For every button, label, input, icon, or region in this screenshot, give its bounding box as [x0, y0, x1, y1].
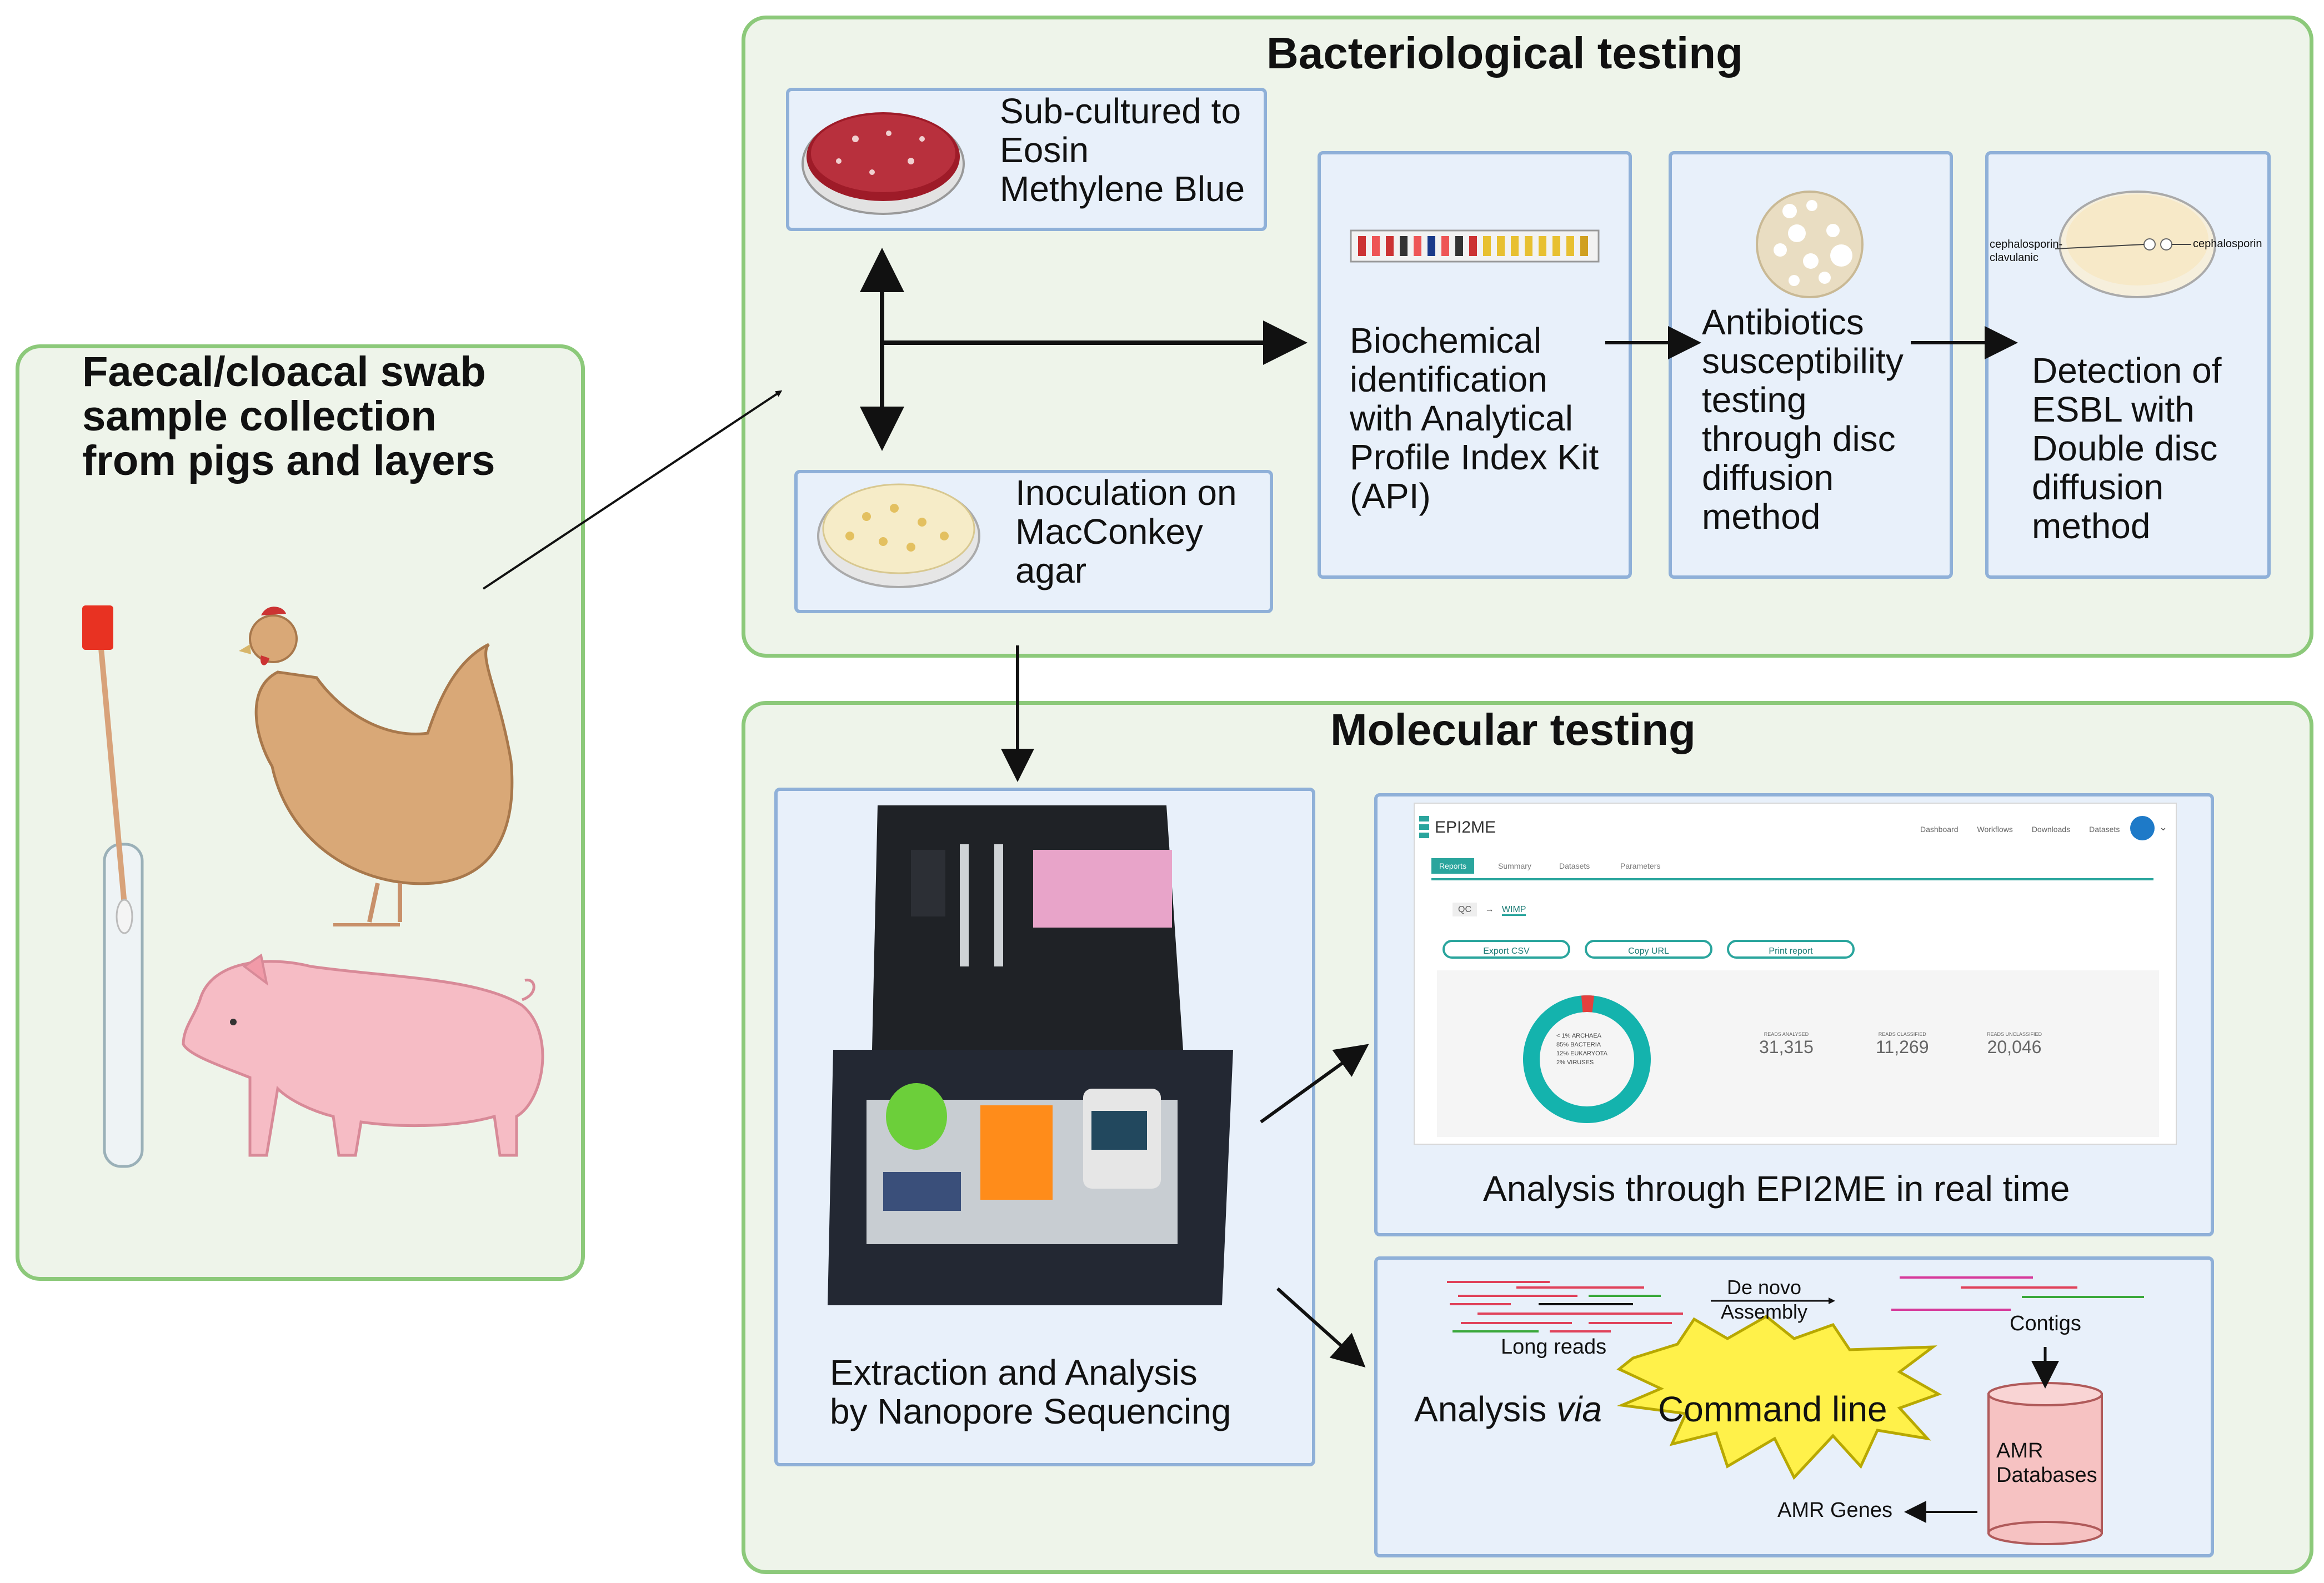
- breadcrumb: QC → WIMP: [1452, 903, 1526, 916]
- molecular-title: Molecular testing: [1330, 705, 1696, 754]
- disc-right-label: cephalosporin: [2193, 238, 2262, 250]
- command-line-burst: [1616, 1314, 1942, 1480]
- chevron-down-icon[interactable]: ⌄: [2159, 821, 2168, 833]
- bacteriological-title: Bacteriological testing: [1266, 28, 1743, 78]
- de-novo-label: De novo Assembly: [1721, 1276, 1808, 1323]
- sample-collection-title: Faecal/cloacal swab sample collection fr…: [82, 348, 495, 484]
- long-reads-illustration: [1447, 1281, 1683, 1332]
- nanopore-kit-illustration: [828, 805, 1233, 1305]
- arrow-to-command-line: [1276, 1287, 1366, 1368]
- subculture-label: Sub-cultured to Eosin Methylene Blue: [1000, 91, 1245, 209]
- disc-left-label: cephalosporin- clavulanic: [1990, 238, 2063, 264]
- contigs-label: Contigs: [2010, 1312, 2081, 1335]
- stat-analysed: READS ANALYSED 31,315: [1759, 1031, 1814, 1058]
- stat-value: 11,269: [1876, 1037, 1929, 1057]
- tab-parameters[interactable]: Parameters: [1620, 861, 1661, 870]
- pig-illustration: [182, 953, 544, 1157]
- tab-reports[interactable]: Reports: [1431, 858, 1475, 874]
- epi2me-tabs: Reports Summary Datasets Parameters: [1431, 858, 2153, 880]
- crumb-qc[interactable]: QC: [1452, 903, 1477, 916]
- amr-databases-label: AMR Databases: [1996, 1439, 2097, 1487]
- epi2me-logo: [1419, 816, 1429, 838]
- donut-chart: [1523, 995, 1651, 1123]
- stat-label: READS UNCLASSIFIED: [1987, 1031, 2042, 1037]
- epi2me-screenshot: EPI2ME Dashboard Workflows Downloads Dat…: [1414, 803, 2177, 1145]
- epi2me-caption: Analysis through EPI2ME in real time: [1483, 1169, 2070, 1209]
- nav-downloads[interactable]: Downloads: [2031, 825, 2071, 834]
- arrow-to-epi2me: [1260, 1044, 1369, 1124]
- nav-dashboard[interactable]: Dashboard: [1920, 825, 1959, 834]
- epi2me-nav: Dashboard Workflows Downloads Datasets: [1920, 825, 2120, 834]
- api-strip-illustration: [1350, 229, 1600, 263]
- biochemical-box: [1318, 151, 1632, 579]
- inoculation-label: Inoculation on MacConkey agar: [1015, 473, 1237, 590]
- stat-value: 31,315: [1759, 1037, 1814, 1057]
- chicken-illustration: [239, 607, 514, 926]
- contigs-illustration: [1891, 1276, 2144, 1311]
- stat-label: READS CLASSIFIED: [1878, 1031, 1926, 1037]
- via-word: via: [1556, 1389, 1602, 1429]
- tab-summary[interactable]: Summary: [1498, 861, 1531, 870]
- stat-label: READS ANALYSED: [1764, 1031, 1809, 1037]
- arrow-right-icon: →: [1485, 905, 1494, 914]
- analysis-prefix: Analysis: [1414, 1389, 1557, 1429]
- analysis-via-label: Analysis via: [1414, 1389, 1602, 1430]
- avatar[interactable]: [2130, 816, 2155, 840]
- arrow-sample-to-bacteriological: [482, 390, 783, 590]
- print-report-button[interactable]: Print report: [1727, 940, 1855, 959]
- antibiotics-label: Antibiotics susceptibility testing throu…: [1702, 302, 1904, 537]
- stat-value: 20,046: [1987, 1037, 2042, 1057]
- export-csv-button[interactable]: Export CSV: [1443, 940, 1570, 959]
- legend-archaea: < 1% ARCHAEA: [1556, 1033, 1602, 1039]
- flow-arrows: [482, 248, 2059, 1523]
- swab-tube-illustration: [82, 605, 144, 1168]
- epi2me-brand: EPI2ME: [1435, 818, 1496, 836]
- amr-genes-label: AMR Genes: [1777, 1499, 1892, 1522]
- emb-petri-dish-illustration: [802, 112, 965, 215]
- macconkey-petri-dish-illustration: [817, 483, 980, 588]
- nanopore-label: Extraction and Analysis by Nanopore Sequ…: [830, 1352, 1231, 1431]
- stat-classified: READS CLASSIFIED 11,269: [1876, 1031, 1929, 1058]
- tab-datasets[interactable]: Datasets: [1559, 861, 1590, 870]
- legend-viruses: 2% VIRUSES: [1556, 1059, 1594, 1066]
- nav-datasets[interactable]: Datasets: [2089, 825, 2120, 834]
- donut-legend: < 1% ARCHAEA 85% BACTERIA 12% EUKARYOTA …: [1556, 1031, 1607, 1067]
- biochemical-label: Biochemical identification with Analytic…: [1350, 320, 1599, 516]
- esbl-label: Detection of ESBL with Double disc diffu…: [2032, 350, 2222, 546]
- double-disc-dish-illustration: [2055, 191, 2216, 298]
- stat-unclassified: READS UNCLASSIFIED 20,046: [1987, 1031, 2042, 1058]
- command-line-label: Command line: [1658, 1389, 1887, 1429]
- nav-workflows[interactable]: Workflows: [1977, 825, 2013, 834]
- legend-eukaryota: 12% EUKARYOTA: [1556, 1050, 1607, 1057]
- crumb-wimp[interactable]: WIMP: [1501, 905, 1526, 916]
- legend-bacteria: 85% BACTERIA: [1556, 1041, 1601, 1048]
- disc-diffusion-dish-illustration: [1756, 191, 1864, 298]
- long-reads-label: Long reads: [1501, 1335, 1607, 1359]
- copy-url-button[interactable]: Copy URL: [1585, 940, 1712, 959]
